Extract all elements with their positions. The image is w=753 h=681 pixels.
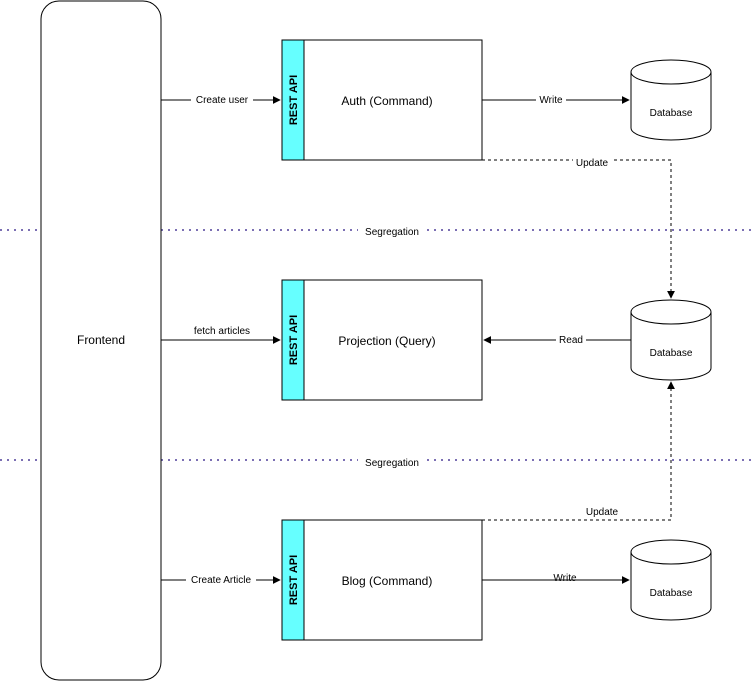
edge-create-user: Create user — [161, 93, 281, 106]
edge-create-article: Create Article — [161, 573, 281, 586]
edge-label: Write — [553, 573, 577, 584]
service-blog: REST API Blog (Command) — [281, 519, 483, 641]
separator-label: Segregation — [365, 227, 419, 238]
frontend-label: Frontend — [77, 333, 125, 347]
rest-api-label: REST API — [288, 315, 300, 365]
edge-label: Create Article — [191, 575, 251, 586]
database-bottom: Database — [630, 539, 712, 621]
edge-label: Read — [559, 335, 583, 346]
edge-label: Write — [539, 95, 563, 106]
edge-label: Create user — [196, 95, 249, 106]
service-name: Auth (Command) — [341, 94, 432, 108]
edge-read: Read — [483, 333, 631, 346]
edge-write-top: Write — [482, 93, 630, 106]
database-label: Database — [650, 588, 693, 599]
database-label: Database — [650, 348, 693, 359]
edge-label: fetch articles — [194, 326, 250, 337]
service-name: Projection (Query) — [338, 334, 435, 348]
service-projection: REST API Projection (Query) — [281, 279, 483, 401]
rest-api-bar — [281, 279, 305, 401]
service-auth: REST API Auth (Command) — [281, 39, 483, 161]
frontend-box: Frontend — [40, 0, 162, 681]
rest-api-label: REST API — [288, 555, 300, 605]
rest-api-label: REST API — [288, 75, 300, 125]
separator-label: Segregation — [365, 458, 419, 469]
separator-top: Segregation — [0, 224, 753, 238]
rest-api-bar — [281, 39, 305, 161]
database-middle: Database — [630, 299, 712, 381]
edge-label: Update — [586, 507, 619, 518]
database-label: Database — [650, 108, 693, 119]
database-top: Database — [630, 59, 712, 141]
edge-update-top: Update — [482, 157, 675, 299]
edge-fetch-articles: fetch articles — [161, 326, 281, 344]
rest-api-bar — [281, 519, 305, 641]
edge-label: Update — [576, 158, 609, 169]
separator-bottom: Segregation — [0, 455, 753, 469]
edge-update-bottom: Update — [482, 381, 675, 521]
edge-write-bottom: Write — [482, 573, 630, 584]
service-name: Blog (Command) — [342, 574, 433, 588]
